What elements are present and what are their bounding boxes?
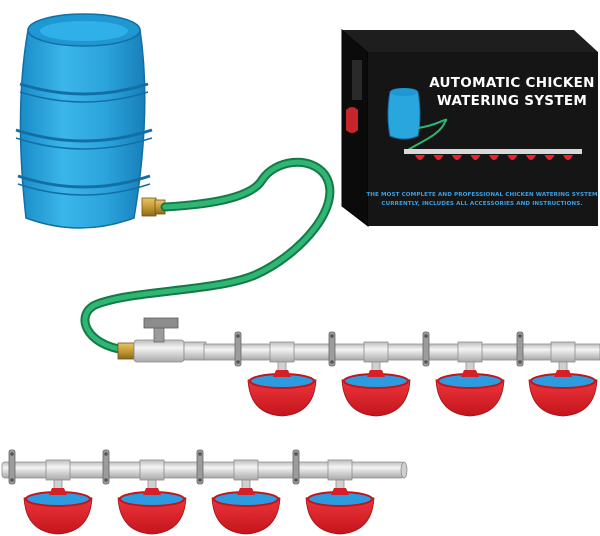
drinker-cup: [247, 341, 317, 417]
pipe-clamp: [196, 449, 204, 485]
pipe-clamp: [8, 449, 16, 485]
box-mini-cup: [526, 155, 536, 160]
box-barrel-icon: [387, 88, 421, 140]
pipe-clamp: [234, 331, 242, 367]
drinker-cup: [117, 459, 187, 535]
pipe-clamp: [516, 331, 524, 367]
box-mini-cup: [452, 155, 462, 160]
shutoff-valve: [117, 317, 207, 363]
box-mini-cups: [415, 155, 573, 160]
pipe-clamp: [292, 449, 300, 485]
pipe-clamp: [422, 331, 430, 367]
drinker-cup: [528, 341, 598, 417]
box-title-line2: WATERING SYSTEM: [437, 93, 587, 109]
box-mini-cup: [507, 155, 518, 160]
box-mini-cup: [544, 155, 555, 160]
water-barrel: [15, 13, 153, 229]
drinker-cup: [435, 341, 505, 417]
drinker-cup: [211, 459, 281, 535]
box-mini-cup: [433, 155, 444, 160]
box-subtitle-line1: THE MOST COMPLETE AND PROFESSIONAL CHICK…: [366, 192, 598, 198]
box-mini-cup: [415, 155, 425, 160]
pipe-clamp: [102, 449, 110, 485]
pipe-clamp: [328, 331, 336, 367]
drinker-cup: [341, 341, 411, 417]
box-mini-cup: [563, 155, 573, 160]
lower-drinker-line: [1, 449, 408, 535]
box-title-line1: AUTOMATIC CHICKEN: [429, 75, 595, 91]
drinker-cup: [305, 459, 375, 535]
valve-handle: [143, 317, 179, 329]
product-box: AUTOMATIC CHICKEN WATERING SYSTEM THE MO…: [341, 28, 598, 228]
box-mini-cup: [489, 155, 499, 160]
upper-drinker-line: [203, 331, 600, 417]
box-subtitle-line2: CURRENTLY, INCLUDES ALL ACCESSORIES AND …: [381, 201, 582, 207]
drinker-cup: [23, 459, 93, 535]
box-mini-cup: [470, 155, 481, 160]
barrel-brass-fitting: [141, 197, 166, 217]
